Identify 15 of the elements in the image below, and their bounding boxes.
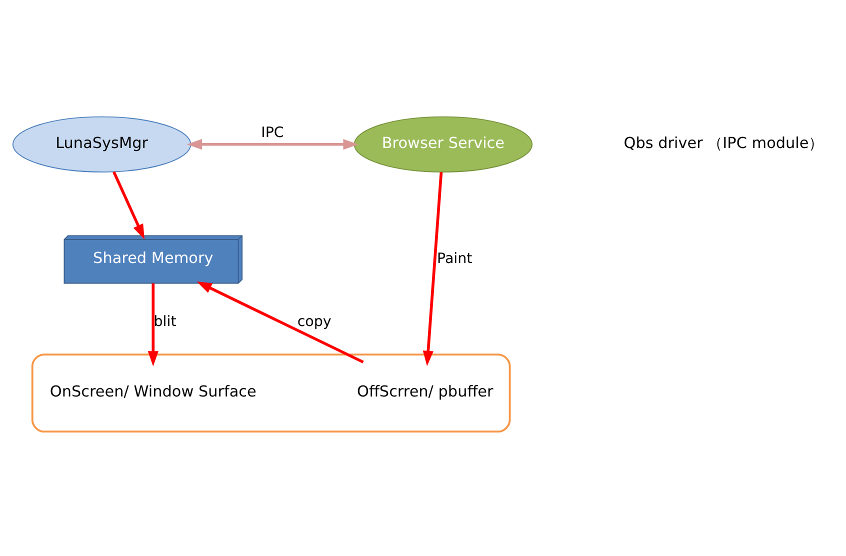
node-text: OffScrren/ pbuffer [356, 382, 494, 401]
edge-label: IPC [261, 124, 284, 141]
label: Qbs driver （IPC module） [624, 134, 824, 152]
arrow [186, 139, 358, 150]
node-ellipse: Browser Service [354, 116, 533, 172]
edge-label: Paint [436, 250, 472, 267]
cluster [31, 354, 511, 433]
node-ellipse: LunaSysMgr [12, 116, 192, 172]
edge-label: copy [297, 314, 332, 330]
arrow [148, 283, 158, 366]
edge-label: blit [154, 314, 176, 330]
arrow [112, 171, 145, 240]
arrow [422, 172, 443, 366]
arrow [196, 281, 364, 364]
node-text: OnScreen/ Window Surface [50, 382, 256, 401]
